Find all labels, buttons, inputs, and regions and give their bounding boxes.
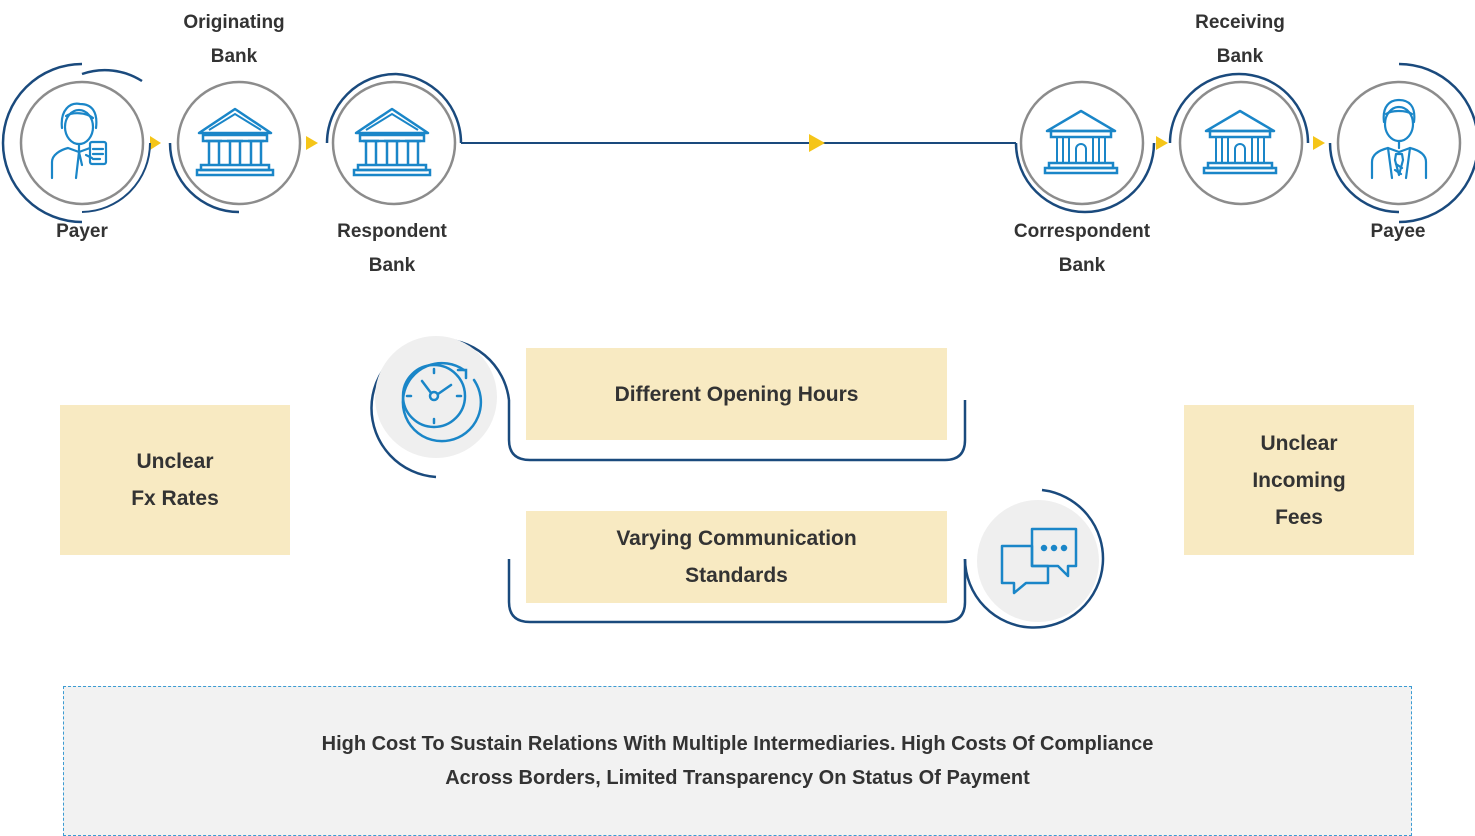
incoming-fees-box: Unclear Incoming Fees [1184, 405, 1414, 555]
payee-node [1328, 62, 1475, 224]
respondent-bank-node [325, 72, 463, 206]
receiving-bank-label: Receiving Bank [1195, 12, 1285, 67]
footer-summary-box: High Cost To Sustain Relations With Mult… [63, 686, 1412, 836]
flow-arrow [1313, 136, 1325, 150]
fx-rates-box: Unclear Fx Rates [60, 405, 290, 555]
payer-label: Payer [56, 221, 108, 242]
flow-arrow [306, 136, 318, 150]
correspondent-bank-node [1014, 80, 1156, 214]
originating-bank-node [168, 80, 302, 214]
opening-hours-icon-group [370, 336, 511, 479]
clock-refresh-icon [401, 361, 483, 443]
footer-line: High Cost To Sustain Relations With Mult… [321, 733, 1154, 755]
footer-line: Across Borders, Limited Transparency On … [445, 767, 1030, 789]
respondent-bank-label: Respondent Bank [337, 221, 447, 276]
chat-bubbles-icon [1000, 527, 1078, 595]
flow-arrow [150, 136, 161, 150]
businessman-icon [1370, 98, 1428, 180]
person-document-icon [50, 102, 108, 180]
communication-bracket [507, 559, 967, 624]
flow-arrow [1156, 136, 1168, 150]
payee-label: Payee [1370, 221, 1426, 242]
communication-box: Varying Communication Standards [526, 511, 947, 603]
communication-icon-group [963, 488, 1105, 629]
receiving-bank-node [1168, 72, 1310, 206]
correspondent-bank-label: Correspondent Bank [1013, 221, 1151, 276]
flow-arrow [809, 134, 825, 152]
opening-hours-bracket [507, 400, 967, 462]
payer-node [1, 62, 151, 224]
originating-bank-label: Originating Bank [183, 12, 285, 67]
opening-hours-box: Different Opening Hours [526, 348, 947, 440]
